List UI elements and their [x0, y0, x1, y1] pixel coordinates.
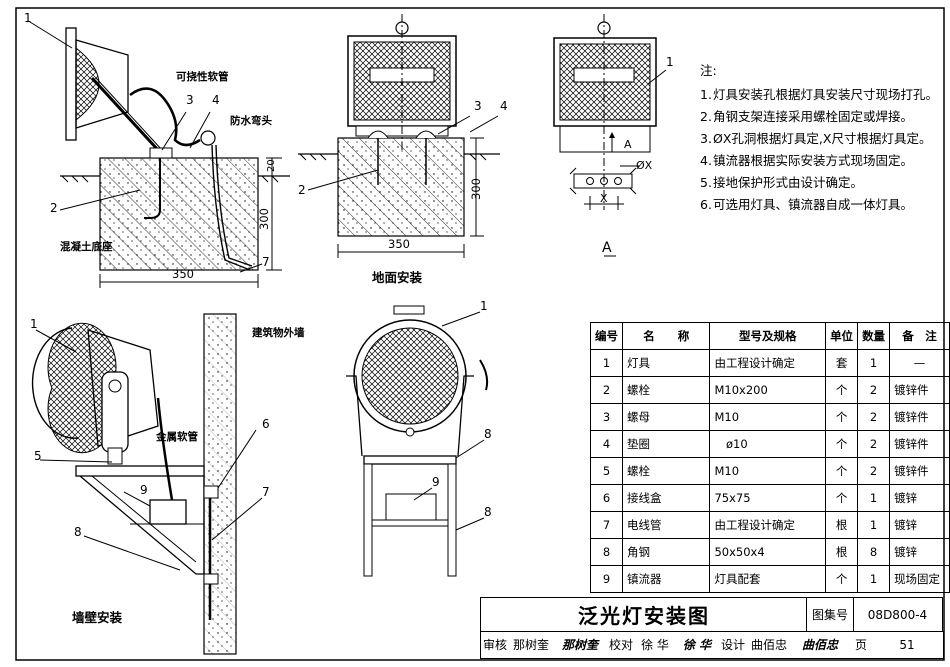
- note-item: 3.ØX孔洞根据灯具定,X尺寸根据灯具定。: [700, 131, 932, 146]
- ground-side-view: [29, 21, 290, 288]
- label-metal-hose: 金属软管: [155, 430, 198, 443]
- callout-7-d: 7: [262, 485, 270, 499]
- check-label: 校对: [608, 638, 633, 652]
- dim-300-b: 300: [469, 178, 483, 200]
- label-flexible-hose: 可挠性软管: [176, 70, 229, 83]
- dim-x: X: [600, 192, 608, 205]
- bom-header: 名 称: [621, 322, 711, 350]
- note-item: 5.接地保护形式由设计确定。: [700, 175, 864, 190]
- callout-9-d: 9: [140, 483, 148, 497]
- callout-1-e: 1: [480, 299, 488, 313]
- callout-1-d: 1: [30, 317, 38, 331]
- note-item: 4.镇流器根据实际安装方式现场固定。: [700, 153, 914, 168]
- callout-7-a: 7: [262, 255, 270, 269]
- callout-5-d: 5: [34, 449, 42, 463]
- notes-panel: 注: 1.灯具安装孔根据灯具安装尺寸现场打孔。 2.角钢支架连接采用螺栓固定或焊…: [700, 60, 945, 216]
- bom-header-row: 编号 名 称 型号及规格 单位 数量 备 注: [590, 322, 950, 350]
- drawing-title: 泛光灯安装图: [480, 597, 807, 632]
- title-block: 泛光灯安装图 图集号 08D800-4 审核 那树奎 那树奎 校对 徐 华 徐 …: [480, 597, 944, 659]
- label-waterproof-bend: 防水弯头: [230, 114, 272, 127]
- page-number: 51: [899, 637, 915, 652]
- dim-300-a: 300: [257, 208, 271, 230]
- label-concrete-base: 混凝土底座: [60, 240, 113, 253]
- designer-name: 曲佰忠: [750, 638, 787, 652]
- bom-header: 数量: [857, 322, 891, 350]
- dim-20-a: 20: [266, 159, 277, 172]
- section-a-view: [553, 14, 667, 257]
- callout-3-b: 3: [474, 99, 482, 113]
- atlas-label: 图集号: [806, 597, 854, 632]
- bom-header: 备 注: [889, 322, 950, 350]
- callout-2-a: 2: [50, 201, 58, 215]
- dim-350-b: 350: [388, 237, 410, 251]
- dim-phix: ØX: [636, 159, 653, 172]
- bom-header: 单位: [825, 322, 859, 350]
- note-item: 1.灯具安装孔根据灯具安装尺寸现场打孔。: [700, 87, 939, 102]
- designer-signature: 曲佰忠: [801, 638, 838, 652]
- atlas-number: 08D800-4: [853, 597, 943, 632]
- callout-2-b: 2: [298, 183, 306, 197]
- caption-section-a: A: [602, 240, 612, 256]
- caption-wall-install: 墙壁安装: [72, 610, 123, 625]
- ground-front-view: [298, 14, 500, 258]
- callout-4-a: 4: [212, 93, 220, 107]
- review-label: 审核: [482, 638, 507, 652]
- section-a-arrow-label: A: [624, 138, 632, 151]
- caption-ground-install: 地面安装: [372, 270, 423, 285]
- label-exterior-wall: 建筑物外墙: [251, 326, 305, 339]
- stand-front-view: [346, 305, 489, 577]
- design-label: 设计: [720, 638, 745, 652]
- callout-9-e: 9: [432, 475, 440, 489]
- callout-6-d: 6: [262, 417, 270, 431]
- callout-8-e1: 8: [484, 427, 492, 441]
- note-item: 6.可选用灯具、镇流器自成一体灯具。: [700, 197, 914, 212]
- checker-name: 徐 华: [641, 638, 669, 652]
- notes-title: 注:: [700, 63, 717, 78]
- bom-header: 编号: [590, 322, 623, 350]
- wall-mount-view: [31, 313, 263, 655]
- note-item: 2.角钢支架连接采用螺栓固定或焊接。: [700, 109, 914, 124]
- callout-8-d: 8: [74, 525, 82, 539]
- bom-header: 型号及规格: [709, 322, 827, 350]
- reviewer-signature: 那树奎: [561, 638, 598, 652]
- dim-350-a: 350: [172, 267, 194, 281]
- signature-row: 审核 那树奎 那树奎 校对 徐 华 徐 华 设计 曲佰忠 曲佰忠 页 51: [480, 631, 944, 659]
- callout-1-c: 1: [666, 55, 674, 69]
- checker-signature: 徐 华: [682, 638, 712, 652]
- callout-3-a: 3: [186, 93, 194, 107]
- callout-8-e2: 8: [484, 505, 492, 519]
- page-label: 页: [854, 638, 867, 652]
- callout-4-b: 4: [500, 99, 508, 113]
- reviewer-name: 那树奎: [512, 638, 549, 652]
- callout-1-a: 1: [24, 11, 32, 25]
